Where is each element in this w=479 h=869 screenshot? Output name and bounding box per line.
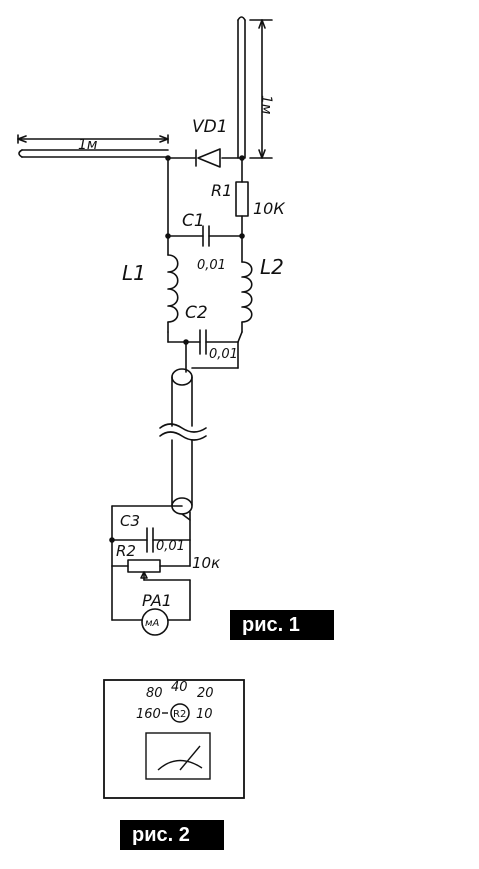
r1-value-label: 10К	[253, 199, 285, 218]
horizontal-antenna-dimension	[17, 134, 169, 144]
vertical-antenna-length-label: 1м	[258, 95, 274, 115]
l2-inductor-symbol	[241, 235, 253, 333]
vertical-antenna	[237, 16, 246, 159]
c1-label: C1	[182, 211, 205, 231]
c2-label: C2	[185, 303, 208, 323]
r1-resistor-symbol	[235, 157, 249, 237]
pa1-meter-circle	[141, 608, 169, 636]
l1-inductor-symbol	[167, 235, 179, 333]
dial-mark-40: 40	[171, 680, 188, 695]
dial-mark-10: 10	[196, 707, 213, 722]
pa1-meter-symbol: мА	[145, 618, 160, 629]
figure2-panel: 80 40 20 160 10 R2	[103, 679, 245, 799]
figure2-label: рис. 2	[120, 820, 224, 850]
vd1-diode-symbol	[195, 148, 221, 168]
dial-mark-20: 20	[197, 686, 214, 701]
pa1-meter-wiring	[111, 565, 191, 621]
dial-mark-160: 160	[136, 707, 161, 722]
c3-label: C3	[120, 512, 140, 530]
c3-value-label: 0,01	[156, 539, 185, 554]
r2-potentiometer-symbol	[111, 539, 191, 581]
dial-mark-80: 80	[146, 686, 163, 701]
figure1-label: рис. 1	[230, 610, 334, 640]
meter-window-icon	[145, 732, 211, 780]
r2-value-label: 10к	[192, 554, 220, 572]
r2-label: R2	[116, 542, 136, 560]
horizontal-antenna	[18, 149, 169, 158]
c3-capacitor-symbol	[111, 505, 191, 553]
l1-label: L1	[122, 261, 146, 285]
coaxial-cable	[159, 368, 207, 515]
c1-value-label: 0,01	[197, 258, 226, 273]
r1-label: R1	[211, 181, 232, 200]
c2-value-label: 0,01	[209, 347, 238, 362]
pa1-label: PA1	[142, 591, 172, 610]
r2-knob-icon	[170, 703, 190, 723]
junction-dot	[183, 339, 189, 345]
vd1-label: VD1	[192, 117, 228, 137]
l2-label: L2	[260, 255, 284, 279]
vertical-antenna-dimension	[249, 19, 273, 159]
horizontal-antenna-length-label: 1м	[78, 137, 98, 153]
c1-capacitor-symbol	[167, 225, 243, 247]
r2-knob-label: R2	[173, 709, 186, 720]
